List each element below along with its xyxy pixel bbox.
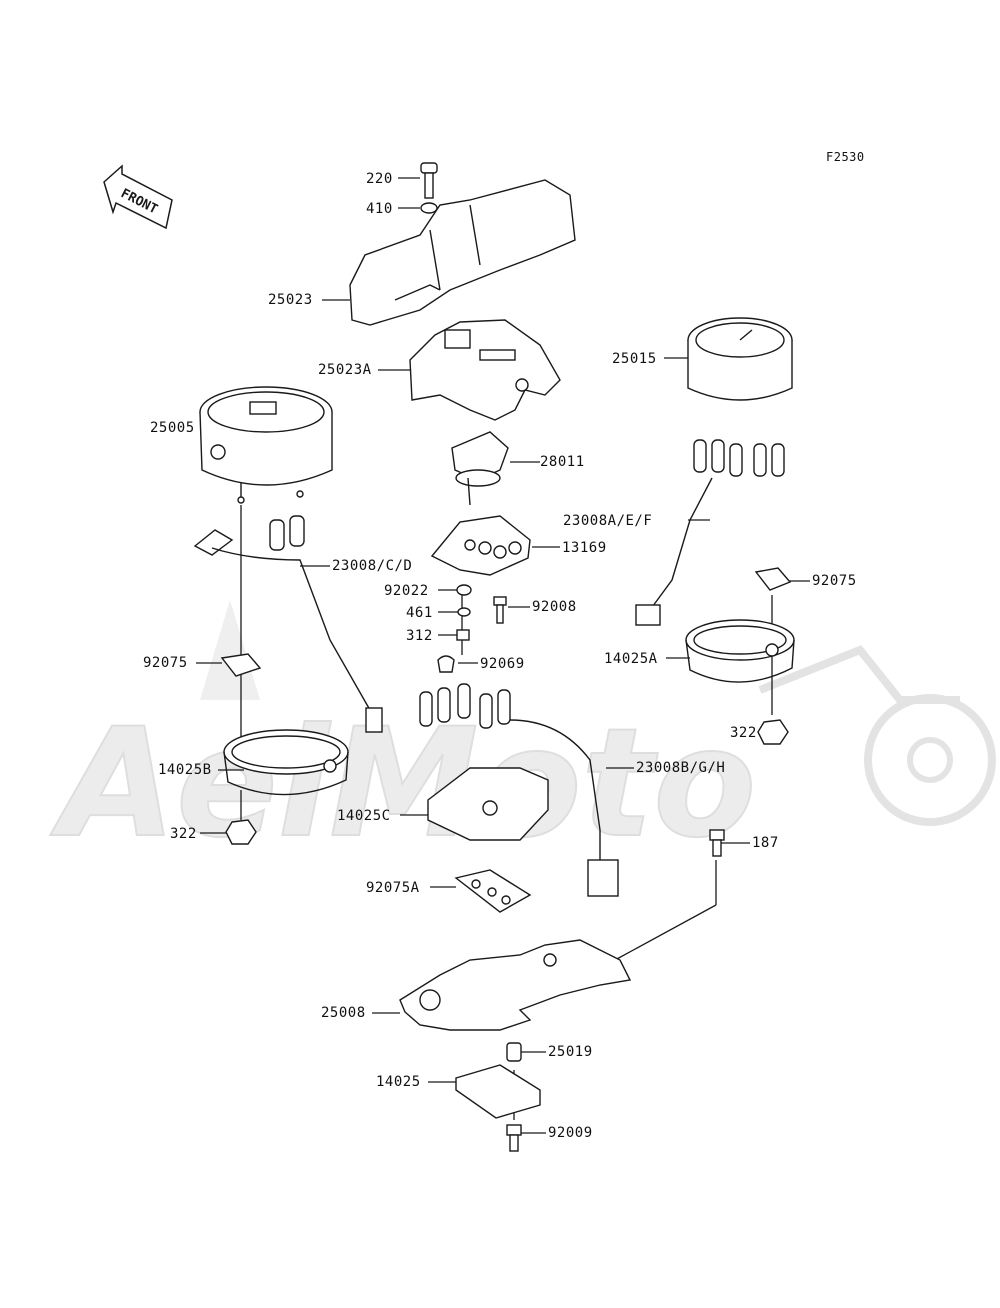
screw-92009-icon <box>506 1124 522 1152</box>
part-label-25005[interactable]: 25005 <box>150 420 195 436</box>
part-label-25023[interactable]: 25023 <box>268 292 313 308</box>
part-label-13169[interactable]: 13169 <box>562 540 607 556</box>
bolt-220-icon <box>420 162 438 199</box>
washer-92022-icon <box>456 584 472 596</box>
part-label-25019[interactable]: 25019 <box>548 1044 593 1060</box>
bracket-25008-icon <box>399 939 632 1031</box>
part-label-410[interactable]: 410 <box>366 201 393 217</box>
bulb-sockets-right-icon <box>635 439 785 626</box>
bulb-sockets-left-icon <box>193 515 383 733</box>
upper-cover-25023-icon <box>349 179 576 326</box>
part-label-322-left[interactable]: 322 <box>170 826 197 842</box>
speedometer-25005-icon <box>199 386 333 504</box>
nut-322-left-icon <box>225 819 257 845</box>
cup-14025B-icon <box>223 729 349 796</box>
screw-187-icon <box>709 829 725 857</box>
part-label-92075A[interactable]: 92075A <box>366 880 420 896</box>
part-label-92075-left[interactable]: 92075 <box>143 655 188 671</box>
part-drawings <box>193 162 795 1152</box>
clip-92075-right-icon <box>754 567 792 591</box>
part-label-25015[interactable]: 25015 <box>612 351 657 367</box>
part-label-461[interactable]: 461 <box>406 605 433 621</box>
part-label-322-right[interactable]: 322 <box>730 725 757 741</box>
spacer-25019-icon <box>506 1042 522 1062</box>
part-label-14025A[interactable]: 14025A <box>604 651 658 667</box>
part-label-28011[interactable]: 28011 <box>540 454 585 470</box>
nut-322-right-icon <box>757 719 789 745</box>
part-label-23008CD[interactable]: 23008/C/D <box>332 558 413 574</box>
part-label-187[interactable]: 187 <box>752 835 779 851</box>
part-label-14025C[interactable]: 14025C <box>337 808 391 824</box>
svg-text:AeiMoto: AeiMoto <box>50 697 756 871</box>
part-label-92009[interactable]: 92009 <box>548 1125 593 1141</box>
socket-plate-13169-icon <box>430 515 531 576</box>
part-label-92069[interactable]: 92069 <box>480 656 525 672</box>
washer-461-icon <box>457 607 471 617</box>
part-label-14025[interactable]: 14025 <box>376 1074 421 1090</box>
part-label-92022[interactable]: 92022 <box>384 583 429 599</box>
tachometer-25015-icon <box>687 317 793 401</box>
bulb-sockets-center-icon <box>419 683 619 897</box>
plate-14025-icon <box>455 1064 541 1119</box>
nut-312-icon <box>456 629 470 641</box>
watermark: AeiMoto <box>49 600 996 872</box>
part-label-92008[interactable]: 92008 <box>532 599 577 615</box>
lower-cover-25023A-icon <box>409 319 561 421</box>
part-label-220[interactable]: 220 <box>366 171 393 187</box>
part-label-25008[interactable]: 25008 <box>321 1005 366 1021</box>
screw-92008-icon <box>493 596 507 624</box>
washer-410-icon <box>420 202 438 214</box>
bulb-92069-icon <box>437 655 455 673</box>
part-label-92075-right[interactable]: 92075 <box>812 573 857 589</box>
leader-lines <box>196 177 810 1134</box>
part-label-23008BGH[interactable]: 23008B/G/H <box>636 760 726 776</box>
sheet-code: F2530 <box>826 150 865 164</box>
cup-14025A-icon <box>685 619 795 683</box>
clip-92075-left-icon <box>220 653 262 677</box>
indicator-28011-icon <box>451 431 509 506</box>
part-label-25023A[interactable]: 25023A <box>318 362 372 378</box>
part-label-14025B[interactable]: 14025B <box>158 762 212 778</box>
part-label-312[interactable]: 312 <box>406 628 433 644</box>
front-arrow-icon: FRONT <box>103 164 173 230</box>
part-label-23008AEF[interactable]: 23008A/E/F <box>563 513 653 529</box>
